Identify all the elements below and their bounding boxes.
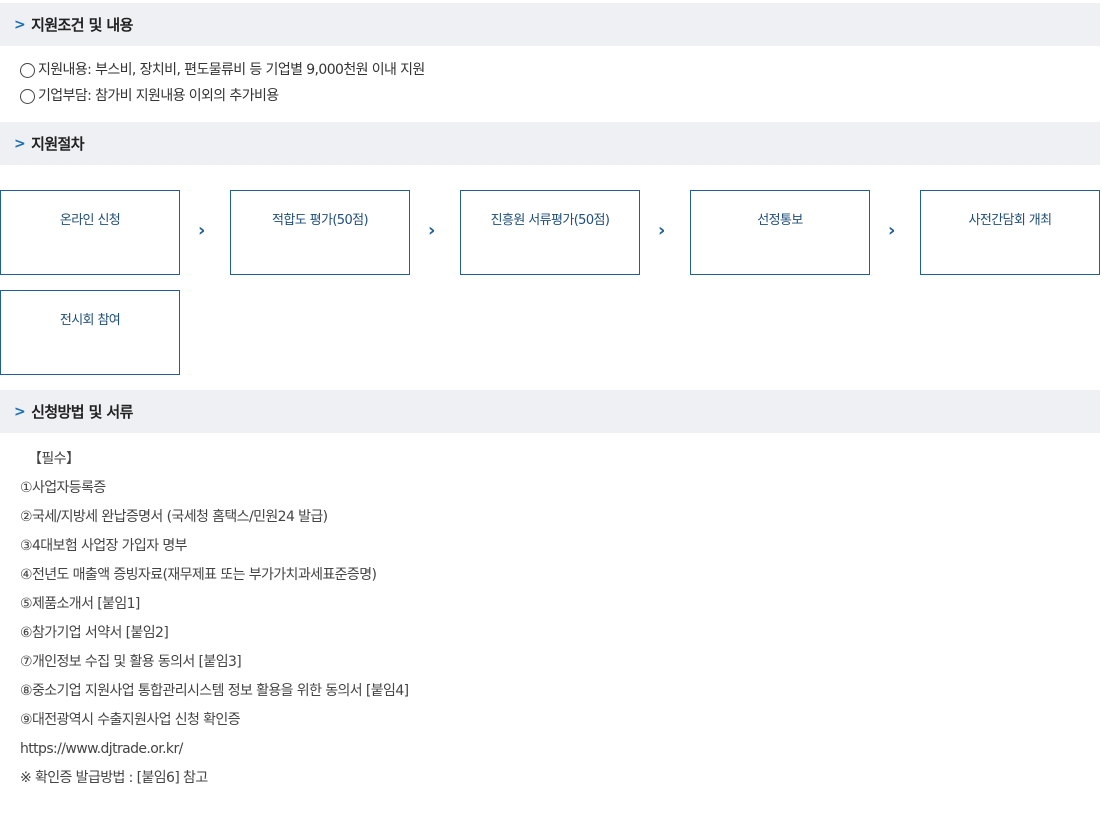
circle-bullet-icon	[20, 88, 35, 104]
procedure-step-document-evaluation: 진흥원 서류평가(50점)	[460, 190, 640, 275]
circle-bullet-icon	[20, 62, 35, 78]
chevron-right-icon: ›	[888, 220, 895, 241]
list-item: ⑦개인정보 수집 및 활용 동의서 [붙임3]	[20, 654, 242, 670]
procedure-step-suitability-evaluation: 적합도 평가(50점)	[230, 190, 410, 275]
required-label: 【필수】	[28, 451, 80, 467]
conditions-list: 지원내용: 부스비, 장치비, 편도물류비 등 기업별 9,000천원 이내 지…	[20, 57, 425, 109]
list-item: ①사업자등록증	[20, 480, 106, 496]
list-item-text: 지원내용: 부스비, 장치비, 편도물류비 등 기업별 9,000천원 이내 지…	[38, 62, 425, 78]
section-header-procedure: > 지원절차	[0, 122, 1100, 165]
note-text: ※ 확인증 발급방법 : [붙임6] 참고	[20, 770, 208, 786]
procedure-step-pre-meeting: 사전간담회 개최	[920, 190, 1100, 275]
procedure-step-selection-notice: 선정통보	[690, 190, 870, 275]
website-url-text: https://www.djtrade.or.kr/	[20, 741, 183, 757]
documents-list: 【필수】 ①사업자등록증 ②국세/지방세 완납증명서 (국세청 홈택스/민원24…	[20, 445, 409, 793]
chevron-right-icon: ›	[428, 220, 435, 241]
section-title: 지원조건 및 내용	[31, 16, 133, 34]
section-title: 신청방법 및 서류	[31, 403, 133, 421]
procedure-step-exhibition-participation: 전시회 참여	[0, 290, 180, 375]
list-item: 기업부담: 참가비 지원내용 이외의 추가비용	[20, 83, 425, 109]
list-item: 지원내용: 부스비, 장치비, 편도물류비 등 기업별 9,000천원 이내 지…	[20, 57, 425, 83]
section-header-conditions: > 지원조건 및 내용	[0, 3, 1100, 46]
list-item: ②국세/지방세 완납증명서 (국세청 홈택스/민원24 발급)	[20, 509, 328, 525]
chevron-right-icon: ›	[198, 220, 205, 241]
list-item: ⑥참가기업 서약서 [붙임2]	[20, 625, 169, 641]
list-item: ③4대보험 사업장 가입자 명부	[20, 538, 187, 554]
section-header-application: > 신청방법 및 서류	[0, 390, 1100, 433]
chevron-right-icon: >	[14, 16, 26, 33]
list-item: ④전년도 매출액 증빙자료(재무제표 또는 부가가치과세표준증명)	[20, 567, 377, 583]
chevron-right-icon: ›	[658, 220, 665, 241]
list-item: ⑤제품소개서 [붙임1]	[20, 596, 140, 612]
procedure-step-online-application: 온라인 신청	[0, 190, 180, 275]
section-title: 지원절차	[31, 135, 84, 153]
list-item: ⑧중소기업 지원사업 통합관리시스템 정보 활용을 위한 동의서 [붙임4]	[20, 683, 409, 699]
list-item: ⑨대전광역시 수출지원사업 신청 확인증	[20, 712, 241, 728]
list-item-text: 기업부담: 참가비 지원내용 이외의 추가비용	[38, 88, 279, 104]
chevron-right-icon: >	[14, 403, 26, 420]
chevron-right-icon: >	[14, 135, 26, 152]
